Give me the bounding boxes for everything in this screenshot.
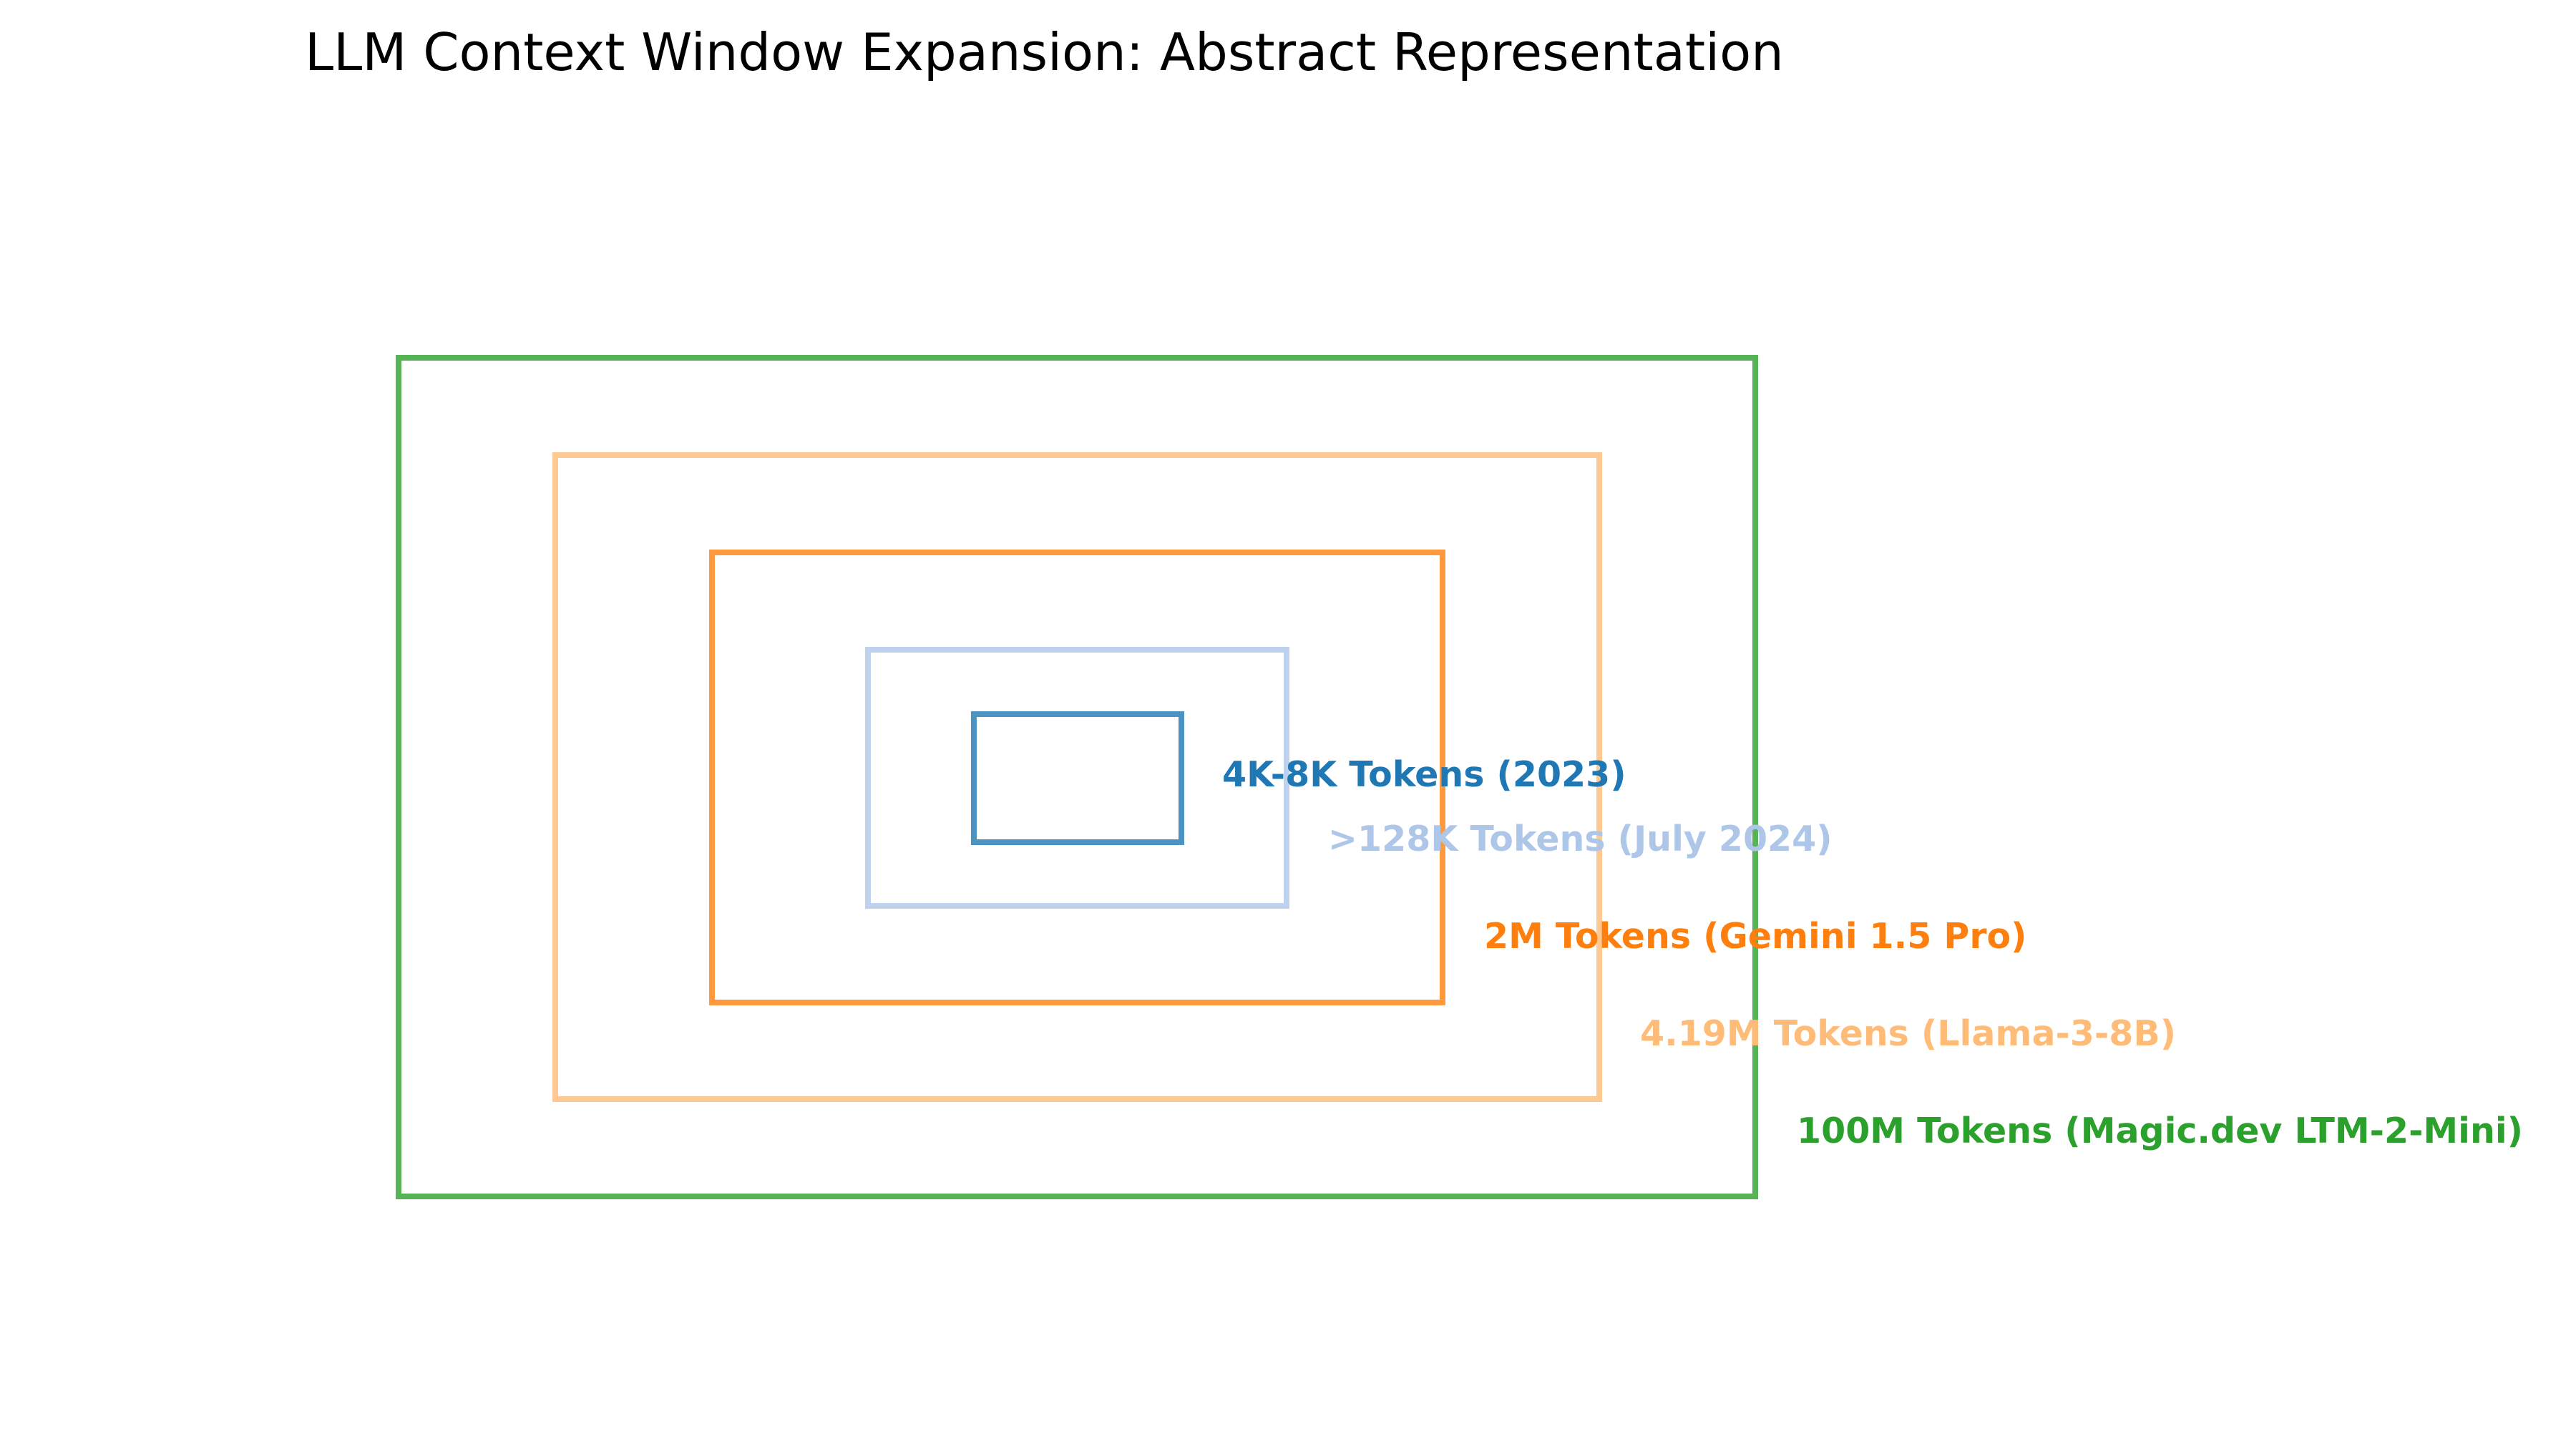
window-box-4k-8k (971, 711, 1184, 845)
window-box-2m (709, 550, 1445, 1005)
window-label-4-19m: 4.19M Tokens (Llama-3-8B) (1640, 1013, 2176, 1054)
window-label-128k: >128K Tokens (July 2024) (1328, 819, 1833, 859)
window-label-4k-8k: 4K-8K Tokens (2023) (1222, 754, 1626, 795)
window-label-100m: 100M Tokens (Magic.dev LTM-2-Mini) (1797, 1111, 2523, 1151)
diagram-title: LLM Context Window Expansion: Abstract R… (305, 22, 1784, 82)
window-box-4-19m (552, 452, 1602, 1102)
window-box-128k (865, 647, 1289, 909)
window-box-100m (396, 355, 1758, 1199)
window-label-2m: 2M Tokens (Gemini 1.5 Pro) (1484, 916, 2027, 957)
